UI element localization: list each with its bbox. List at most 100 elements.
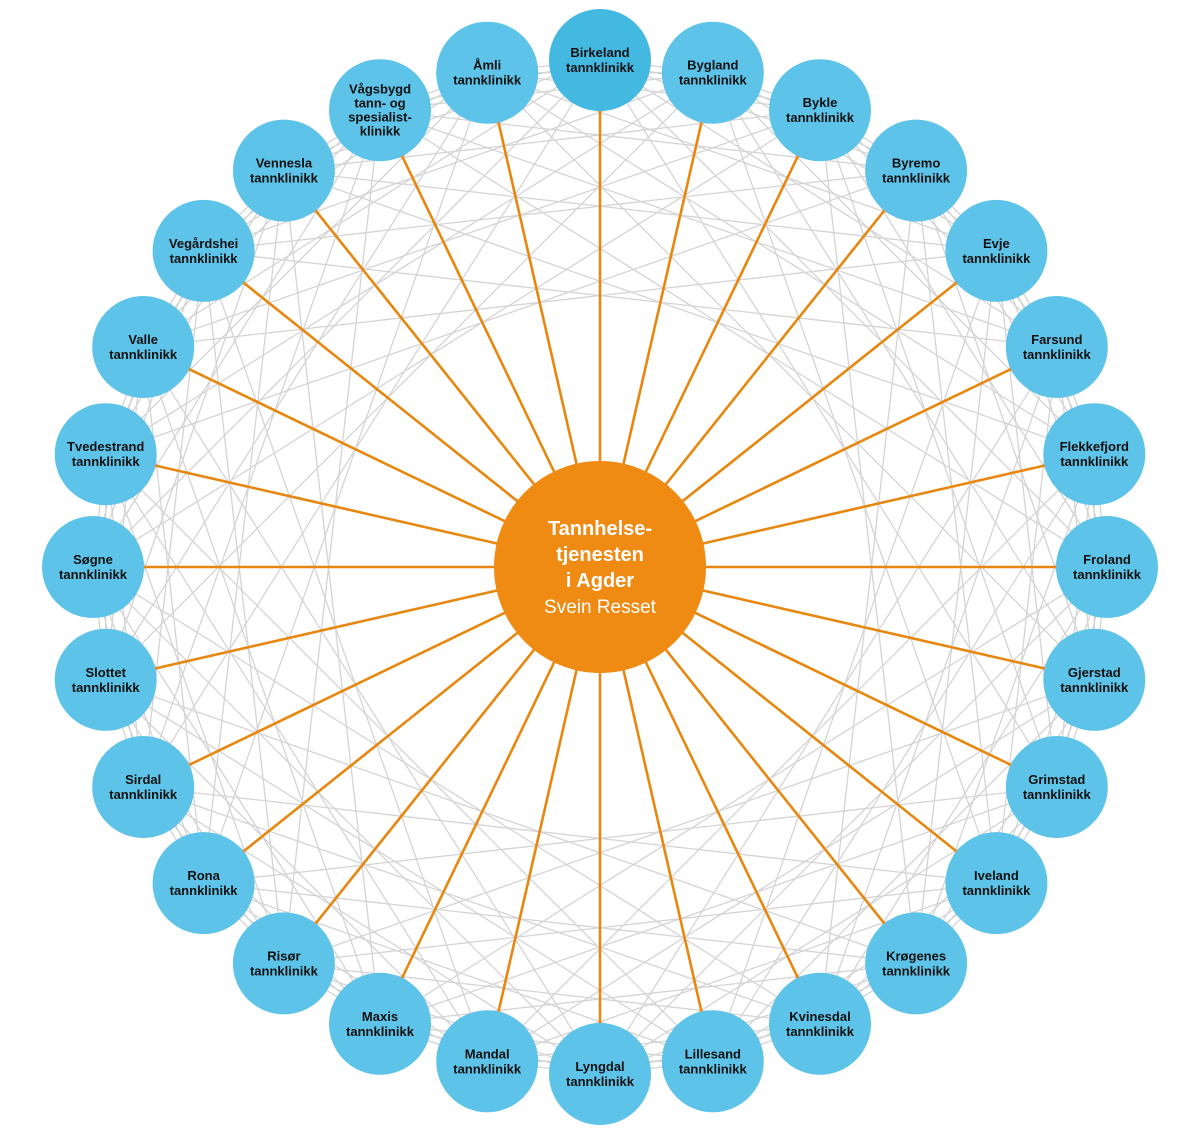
clinic-label-tvedestrand-line-1: Tvedestrand [67,439,144,454]
clinic-circle-iveland [945,832,1048,935]
clinic-circle-sogne [42,516,144,618]
clinic-label-iveland-line-2: tannklinikk [962,883,1031,898]
clinic-circle-tvedestrand [54,403,157,506]
clinic-circle-risor [232,912,335,1015]
clinic-label-birkeland-line-1: Birkeland [570,45,629,60]
clinic-label-byremo-line-2: tannklinikk [882,171,951,186]
mesh-line-froland-maxis [379,566,1108,1025]
clinic-label-maxis-line-1: Maxis [362,1009,398,1024]
clinic-label-lyngdal-line-2: tannklinikk [566,1074,635,1089]
clinic-label-rona-line-1: Rona [187,868,220,883]
mesh-line-lillesand-tvedestrand [105,453,714,1062]
spoke-rona [241,630,520,854]
mesh-line-krogenes-lyngdal [599,962,917,1075]
mesh-line-risor-vagsbygd [283,110,381,964]
clinic-label-risor-line-1: Risør [267,948,300,963]
clinic-circle-bykle [769,59,871,162]
mesh-line-amli-flekkefjord [486,72,1095,455]
clinic-label-slottet-line-2: tannklinikk [72,680,141,695]
mesh-line-rona-sogne [92,566,205,884]
mesh-line-kvinesdal-sogne [92,566,821,1025]
clinic-label-bykle-line-1: Bykle [803,95,838,110]
spoke-krogenes [663,647,887,926]
clinic-label-farsund-line-2: tannklinikk [1023,347,1092,362]
clinic-circle-byremo [865,119,968,222]
mesh-line-sogne-bykle [92,109,821,568]
clinic-label-mandal-line-1: Mandal [465,1046,510,1061]
spoke-iveland [680,630,959,854]
clinic-label-lyngdal-line-1: Lyngdal [575,1059,624,1074]
clinic-label-vagsbygd-line-2: tann- og [354,96,405,111]
mesh-line-byremo-kvinesdal [819,170,917,1024]
mesh-line-kvinesdal-mandal [487,1023,821,1062]
mesh-line-vagsbygd-bygland [379,72,713,111]
mesh-line-flekkefjord-grimstad [1056,454,1095,788]
clinic-circle-flekkefjord [1043,403,1146,506]
mesh-line-mandal-vegardshei [202,250,488,1062]
mesh-line-farsund-gjerstad [1056,346,1095,680]
mesh-line-evje-froland [995,250,1108,568]
mesh-line-krogenes-slottet [105,679,917,965]
mesh-line-bygland-iveland [712,72,998,884]
mesh-line-iveland-lillesand [712,882,997,1062]
clinic-label-byremo-line-1: Byremo [892,156,940,171]
mesh-line-evje-lillesand [712,250,998,1062]
spoke-mandal [496,668,579,1014]
mesh-line-vennesla-flekkefjord [283,169,1095,455]
hub-spokes [142,109,1058,1025]
mesh-line-vegardshei-amli [203,72,488,252]
clinic-label-flekkefjord-line-1: Flekkefjord [1060,439,1129,454]
mesh-line-risor-slottet [105,679,285,964]
mesh-line-grimstad-rona [203,786,1057,884]
clinic-label-iveland-line-1: Iveland [974,868,1019,883]
clinic-label-valle-line-1: Valle [128,332,158,347]
clinic-label-vagsbygd-line-1: Vågsbygd [349,82,411,97]
clinic-circle-birkeland [549,9,651,111]
mesh-line-maxis-sirdal [142,786,381,1025]
hub-title-line-2: tjenesten [556,544,644,566]
clinic-circle-gjerstad [1043,628,1146,731]
clinic-label-evje-line-2: tannklinikk [962,251,1031,266]
mesh-line-rona-amli [202,72,488,884]
clinic-label-lillesand-line-2: tannklinikk [679,1061,748,1076]
clinic-label-gjerstad-line-1: Gjerstad [1068,665,1121,680]
hub-title-line-1: Tannhelse- [548,518,652,540]
spoke-gjerstad [701,588,1047,671]
spoke-vegardshei [241,280,520,504]
hub-subtitle: Svein Resset [544,597,657,618]
clinic-label-grimstad-line-2: tannklinikk [1023,787,1092,802]
clinic-label-vagsbygd-line-4: klinikk [360,124,401,139]
spoke-farsund [693,367,1014,524]
clinic-label-vagsbygd-line-3: spesialist- [348,110,412,125]
mesh-line-tvedestrand-vennesla [105,170,285,455]
clinic-label-bykle-line-2: tannklinikk [786,110,855,125]
clinic-label-amli-line-2: tannklinikk [453,73,522,88]
clinic-label-grimstad-line-1: Grimstad [1028,772,1085,787]
mesh-line-slottet-bygland [105,72,714,681]
clinic-label-tvedestrand-line-2: tannklinikk [72,454,141,469]
spoke-lillesand [621,668,704,1014]
mesh-line-vegardshei-byremo [203,169,917,252]
clinic-label-vennesla-line-2: tannklinikk [250,171,319,186]
clinic-label-risor-line-2: tannklinikk [250,963,319,978]
clinic-label-valle-line-2: tannklinikk [109,347,178,362]
clinic-label-evje-line-1: Evje [983,236,1010,251]
clinic-circle-grimstad [1005,736,1108,838]
clinic-circle-amli [436,21,539,124]
